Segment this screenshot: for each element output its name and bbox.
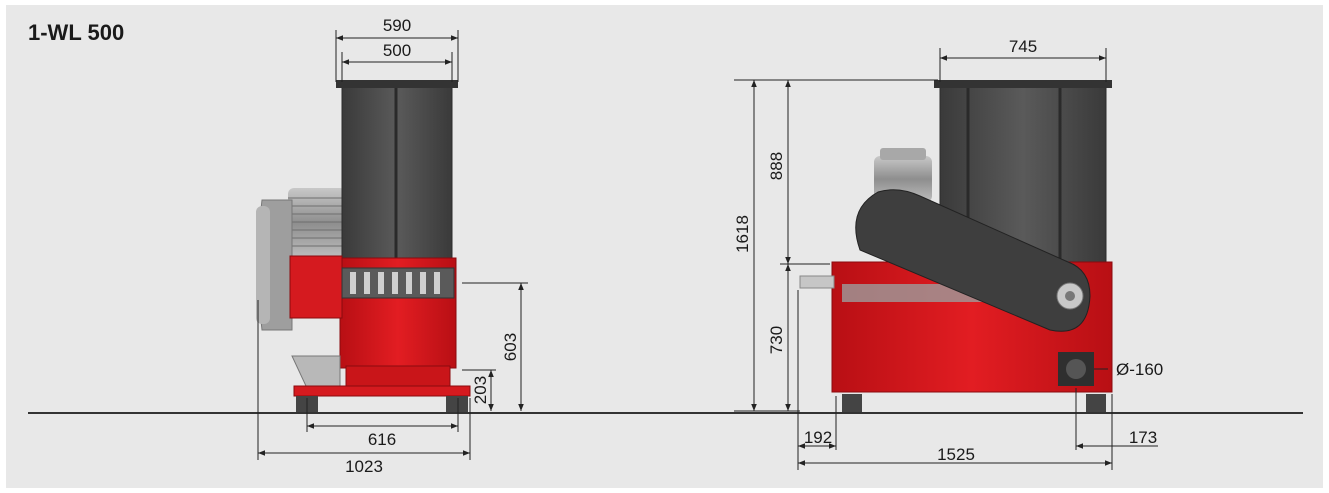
model-title: 1-WL 500 — [28, 20, 125, 45]
dim-label-1525: 1525 — [937, 445, 975, 464]
dim-label-745: 745 — [1009, 37, 1037, 56]
side-belt-guard — [855, 189, 1091, 332]
dim-label-603: 603 — [501, 333, 520, 361]
dim-label-203: 203 — [471, 376, 490, 404]
dim-label-500: 500 — [383, 41, 411, 60]
front-discharge-chute — [291, 355, 341, 387]
side-view-machine — [799, 80, 1113, 412]
front-view-machine — [256, 80, 471, 412]
dim-label-173: 173 — [1129, 428, 1157, 447]
front-foot-right — [446, 396, 468, 412]
dim-label-1618: 1618 — [733, 215, 752, 253]
dim-label-1023: 1023 — [345, 457, 383, 476]
side-shaft — [799, 275, 835, 289]
dim-label-590: 590 — [383, 16, 411, 35]
side-foot-left — [842, 394, 862, 412]
dim-label-730: 730 — [767, 326, 786, 354]
dim-label-616: 616 — [368, 430, 396, 449]
front-base-frame — [293, 385, 471, 397]
dim-label-888: 888 — [767, 152, 786, 180]
dim-label-outlet-diameter: Ø-160 — [1116, 360, 1163, 379]
dim-label-192: 192 — [804, 428, 832, 447]
side-foot-right — [1086, 394, 1106, 412]
